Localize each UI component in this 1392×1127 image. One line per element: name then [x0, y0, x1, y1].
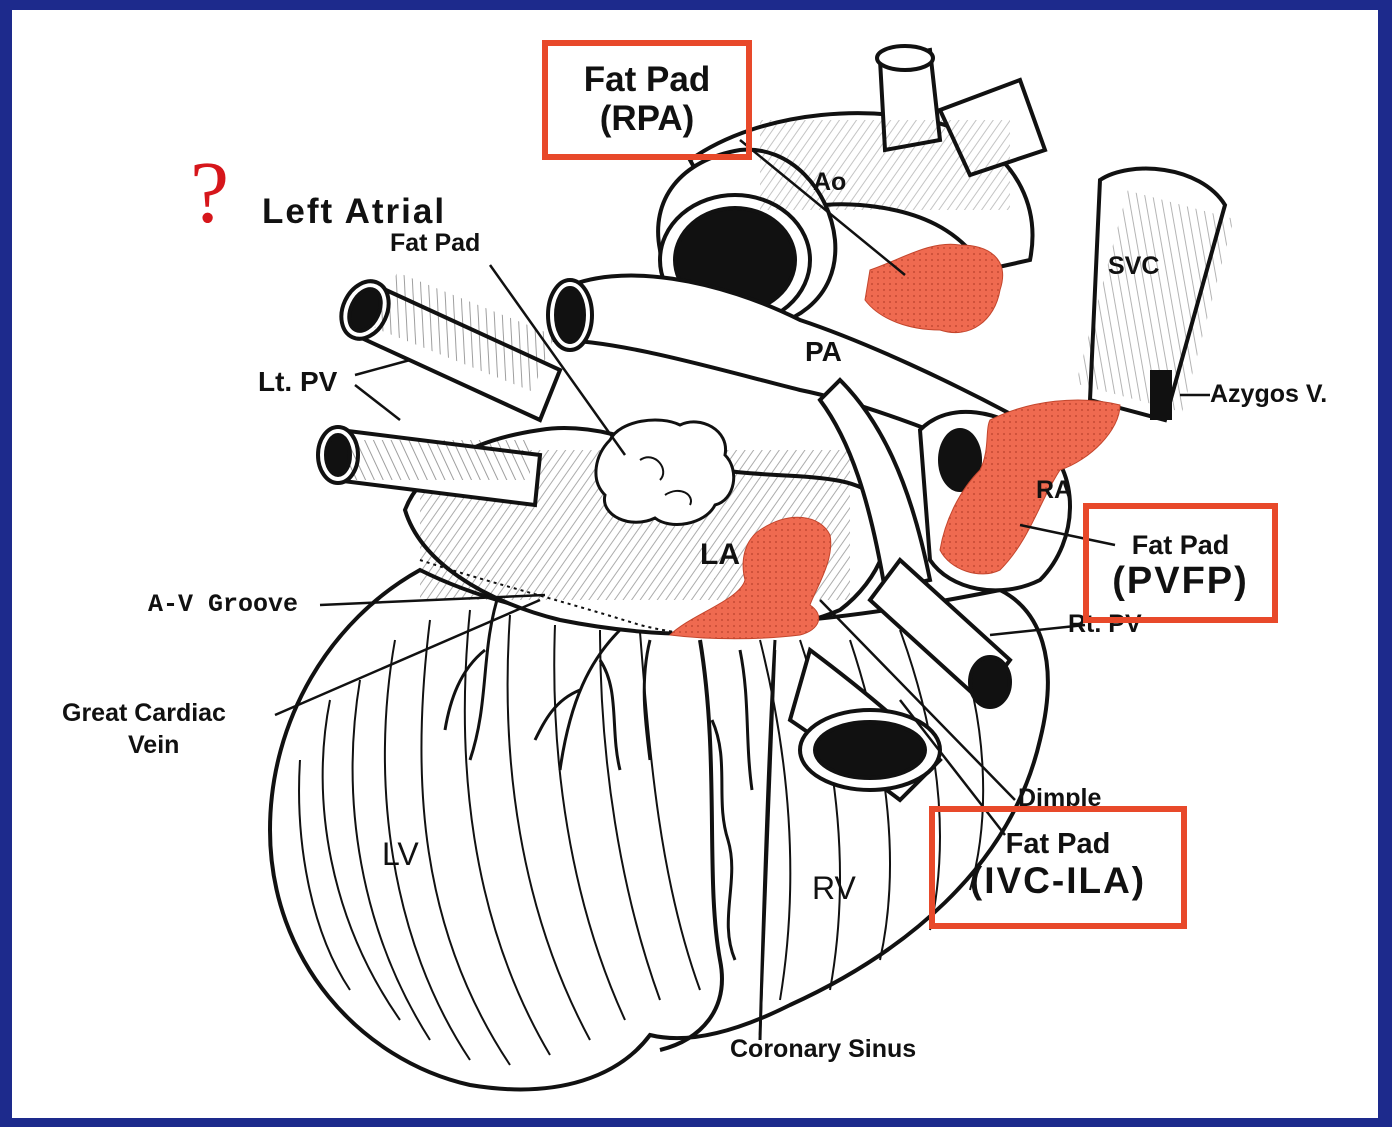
question-mark-icon: ? — [190, 150, 229, 238]
box-pvfp-line1: Fat Pad — [1089, 530, 1272, 560]
left-atrial-fat-pad — [596, 420, 734, 524]
label-left-atrial-fat-pad: Fat Pad — [390, 231, 480, 256]
label-la: LA — [700, 540, 740, 570]
label-left-atrial: Left Atrial — [262, 194, 446, 229]
fat-pad-rpa — [865, 244, 1003, 332]
label-lv: LV — [382, 838, 419, 870]
box-fat-pad-rpa-text: Fat Pad (RPA) — [548, 60, 746, 138]
box-ivc-line2: (IVC-ILA) — [935, 860, 1181, 901]
label-azygos: Azygos V. — [1210, 382, 1327, 407]
label-ao: Ao — [813, 170, 846, 195]
box-ivc-line1: Fat Pad — [935, 828, 1181, 860]
label-lt-pv: Lt. PV — [258, 368, 337, 396]
azygos-vein — [1150, 370, 1172, 420]
label-pa: PA — [805, 338, 842, 366]
label-svc: SVC — [1108, 254, 1159, 279]
label-great-cardiac-vein-2: Vein — [128, 733, 179, 758]
box-pvfp-line2: (PVFP) — [1089, 560, 1272, 603]
label-coronary-sinus: Coronary Sinus — [730, 1037, 916, 1062]
label-rv: RV — [812, 872, 856, 904]
box-rpa-line2: (RPA) — [548, 99, 746, 138]
label-ra: RA — [1036, 478, 1072, 503]
label-av-groove: A-V Groove — [148, 592, 298, 617]
box-fat-pad-ivc-ila-text: Fat Pad (IVC-ILA) — [935, 828, 1181, 902]
label-great-cardiac-vein: Great Cardiac — [62, 701, 226, 726]
box-fat-pad-pvfp-text: Fat Pad (PVFP) — [1089, 530, 1272, 603]
box-rpa-line1: Fat Pad — [548, 60, 746, 99]
